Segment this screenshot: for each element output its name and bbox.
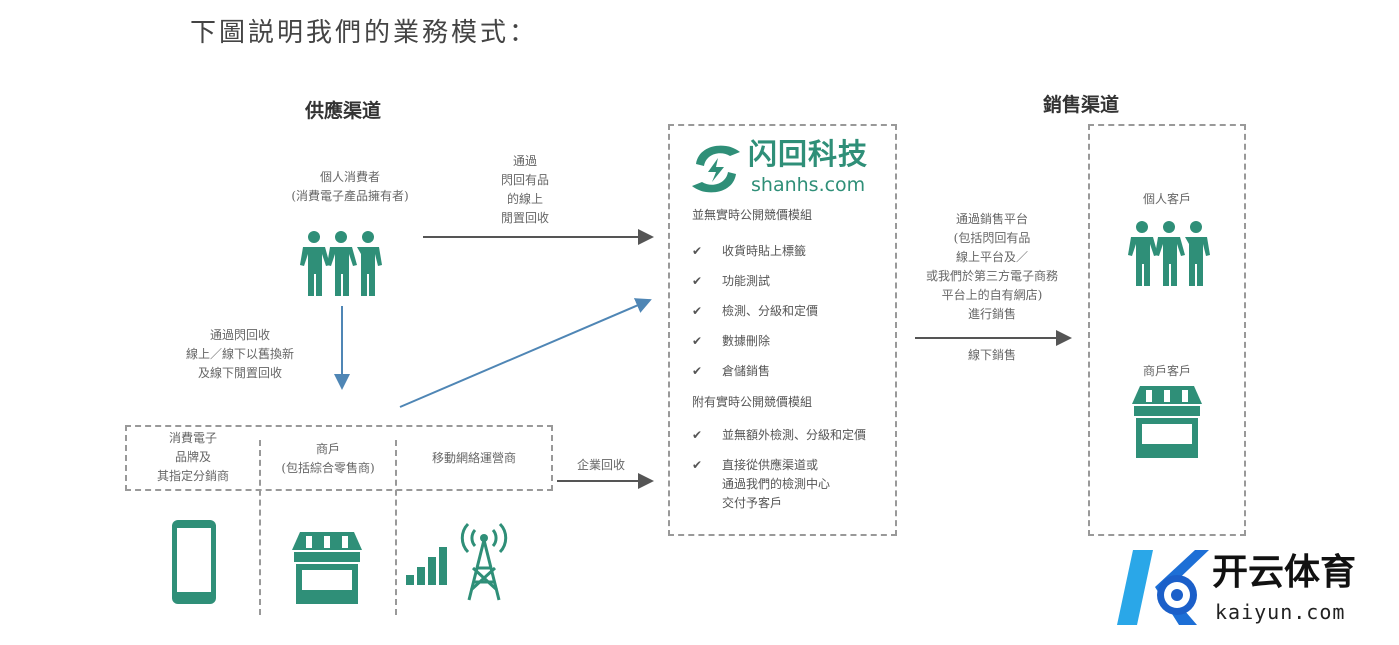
- list-item: ✔ 並無額外檢測、分級和定價: [692, 420, 866, 450]
- label-line: 的線上: [506, 192, 543, 206]
- people-icon: [1128, 221, 1210, 286]
- down-label: 通過閃回收 線上／線下以舊換新 及線下閒置回收: [160, 326, 320, 383]
- label-line: 消費電子: [168, 431, 217, 445]
- check-icon: ✔: [692, 304, 703, 318]
- item-text: 數據刪除: [722, 334, 771, 348]
- watermark-cn: 开云体育: [1212, 552, 1357, 593]
- list-item: ✔ 直接從供應渠道或 通過我們的檢測中心 交付予客戶: [692, 456, 830, 513]
- section-no-bidding: 並無實時公開競價模組: [692, 208, 813, 222]
- store-icon: [292, 532, 362, 604]
- phone-icon: [172, 520, 216, 604]
- enterprise-label: 企業回收: [576, 458, 625, 472]
- check-icon: ✔: [692, 274, 703, 288]
- to-center-label: 通過 閃回有品 的線上 閒置回收: [480, 152, 570, 228]
- merchant-label: 商戶 (包括綜合零售商): [262, 440, 394, 478]
- check-icon: ✔: [692, 334, 703, 348]
- label-line: 閃回有品: [500, 173, 549, 187]
- individual-customer-label: 個人客戶: [1142, 192, 1191, 206]
- shanhs-logo-icon: [692, 145, 740, 193]
- item-text: 倉儲銷售: [722, 364, 771, 378]
- brand-distributor-label: 消費電子 品牌及 其指定分銷商: [128, 429, 258, 486]
- check-icon: ✔: [692, 428, 703, 442]
- label-line: 閒置回收: [500, 211, 549, 225]
- list-item: ✔ 倉儲銷售: [692, 356, 818, 386]
- label-line: 通過銷售平台: [955, 212, 1028, 226]
- logo-en: shanhs.com: [751, 174, 866, 196]
- watermark-en: kaiyun.com: [1215, 600, 1346, 624]
- logo-cn: 闪回科技: [748, 137, 869, 171]
- divider: [259, 440, 261, 615]
- consumer-label: 個人消費者 (消費電子產品擁有者): [270, 168, 430, 206]
- divider: [395, 440, 397, 615]
- label-line: (包括閃回有品: [953, 231, 1031, 245]
- label-line: 通過閃回收: [209, 328, 270, 342]
- section-with-bidding: 附有實時公開競價模組: [692, 395, 813, 409]
- arrow-supply-to-center: [399, 298, 652, 408]
- item-text: 收貨時貼上標籤: [722, 244, 807, 258]
- check-icon: ✔: [692, 364, 703, 378]
- label-line: (包括綜合零售商): [281, 461, 375, 475]
- sales-channels-box: [1088, 124, 1246, 536]
- offline-sales-label: 線下銷售: [967, 348, 1016, 362]
- consumer-line: 個人消費者: [319, 170, 380, 184]
- item-text: 直接從供應渠道或: [722, 458, 819, 472]
- merchant-customer-label: 商戶客戶: [1142, 364, 1191, 378]
- signal-bars-icon: [406, 547, 447, 585]
- mobile-operator-label: 移動網絡運營商: [431, 451, 516, 465]
- item-text: 功能測試: [722, 274, 771, 288]
- supply-channels-box: [125, 425, 553, 491]
- sales-heading: 銷售渠道: [1043, 94, 1120, 116]
- label-line: 平台上的自有網店): [941, 288, 1043, 302]
- store-icon: [1132, 386, 1202, 458]
- shanhs-process-box: [668, 124, 897, 536]
- list-item: ✔ 收貨時貼上標籤: [692, 236, 818, 266]
- supply-heading: 供應渠道: [305, 100, 382, 122]
- list-item: ✔ 功能測試: [692, 266, 818, 296]
- check-icon: ✔: [692, 458, 703, 472]
- label-line: 商戶: [315, 442, 340, 456]
- check-icon: ✔: [692, 244, 703, 258]
- page-title: 下圖説明我們的業務模式：: [190, 18, 539, 48]
- item-text: 交付予客戶: [722, 496, 783, 510]
- consumer-line: (消費電子產品擁有者): [291, 189, 409, 203]
- label-line: 或我們於第三方電子商務: [925, 269, 1058, 283]
- list-item: ✔ 檢測、分級和定價: [692, 296, 818, 326]
- item-text: 通過我們的檢測中心: [722, 477, 831, 491]
- label-line: 通過: [512, 154, 537, 168]
- label-line: 線上平台及／: [955, 250, 1028, 264]
- label-line: 進行銷售: [967, 307, 1016, 321]
- label-line: 及線下閒置回收: [197, 366, 282, 380]
- cell-tower-icon: [460, 522, 508, 601]
- label-line: 線上／線下以舊換新: [185, 347, 294, 361]
- sales-channel-label: 通過銷售平台 (包括閃回有品 線上平台及／ 或我們於第三方電子商務 平台上的自有…: [912, 210, 1072, 324]
- item-text: 並無額外檢測、分級和定價: [722, 428, 867, 442]
- kaiyun-logo-icon: [1117, 550, 1209, 625]
- people-icon: [300, 231, 382, 296]
- item-text: 檢測、分級和定價: [722, 304, 819, 318]
- no-bidding-list: ✔ 收貨時貼上標籤 ✔ 功能測試 ✔ 檢測、分級和定價 ✔ 數據刪除 ✔ 倉儲銷售: [692, 236, 818, 386]
- list-item: ✔ 數據刪除: [692, 326, 818, 356]
- label-line: 其指定分銷商: [156, 469, 229, 483]
- label-line: 品牌及: [174, 450, 211, 464]
